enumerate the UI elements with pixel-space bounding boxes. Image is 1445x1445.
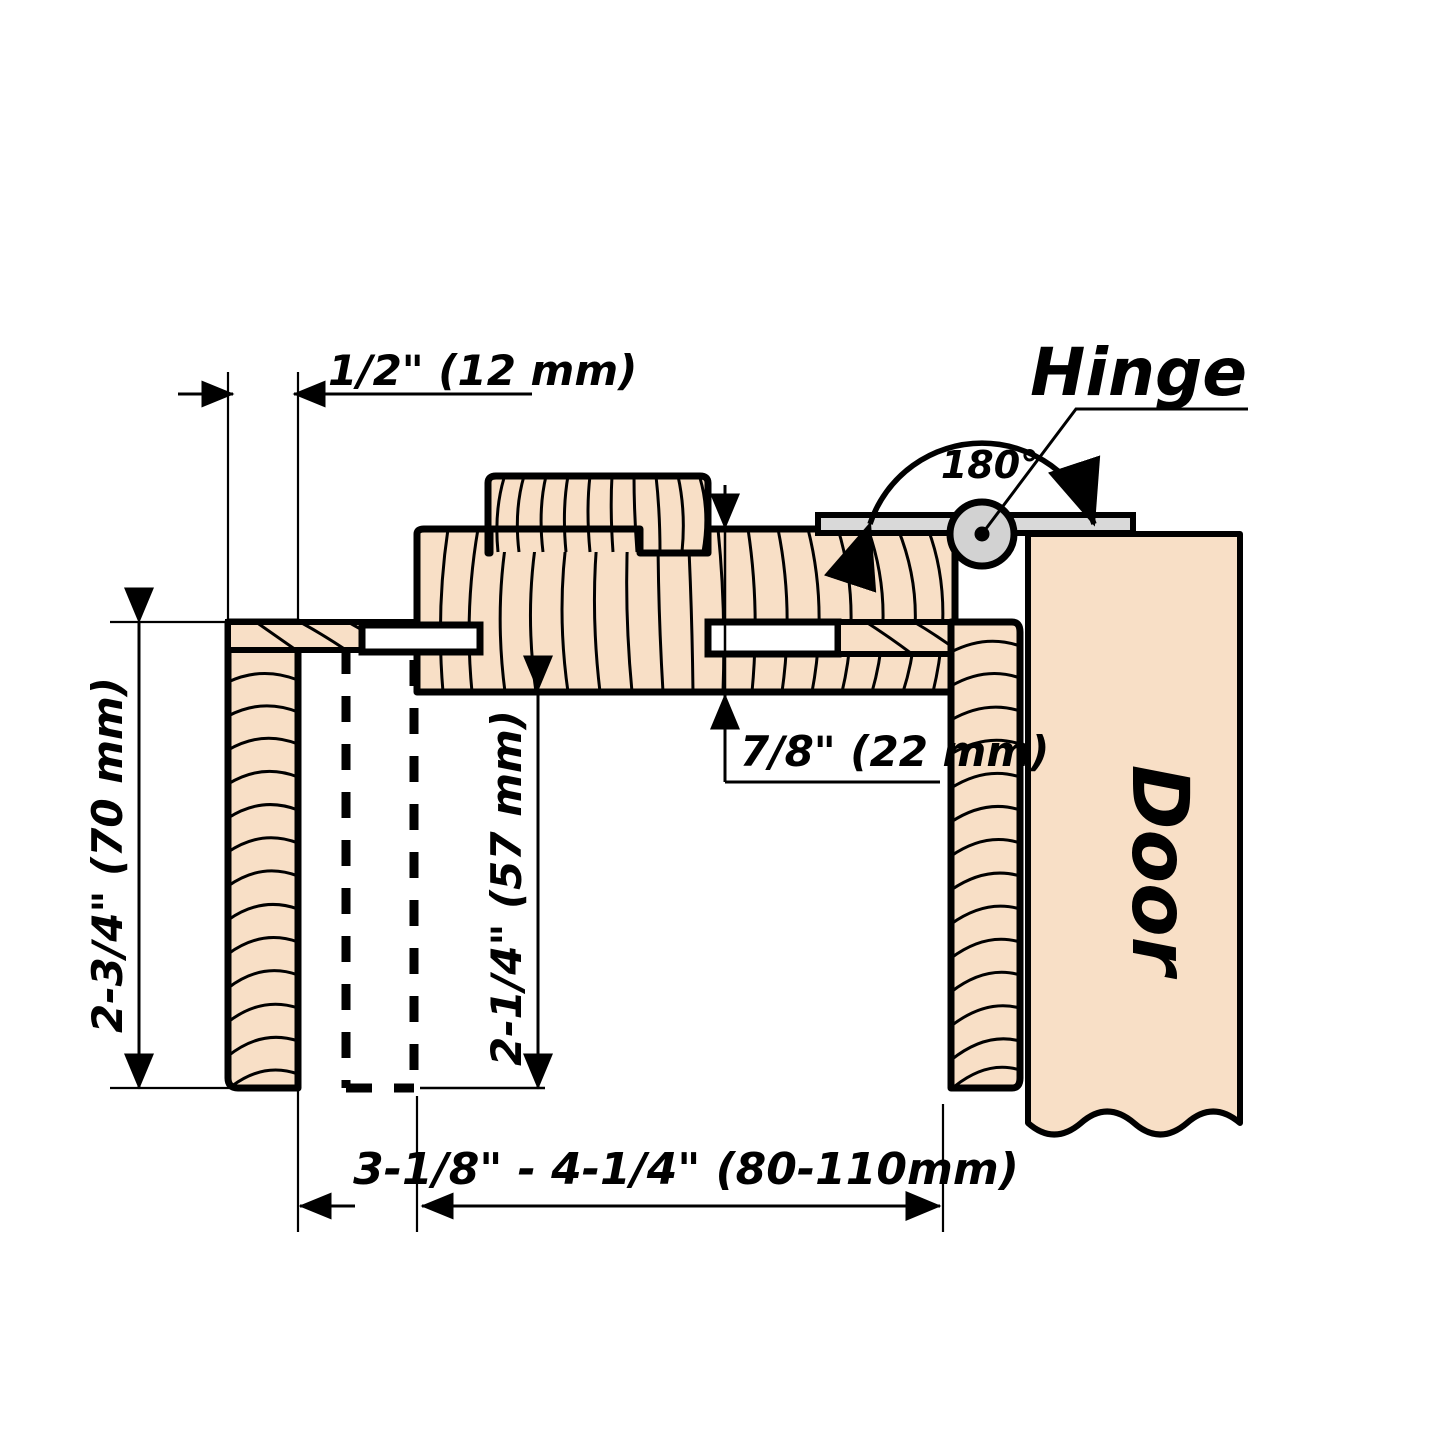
hinge-label: Hinge <box>1030 334 1247 411</box>
rail-thickness-label: 7/8" (22 mm) <box>740 727 1049 776</box>
tenon-block-grain <box>495 475 708 553</box>
door-label: Door <box>1114 765 1204 980</box>
left-track-slot <box>358 621 484 656</box>
jamb-depth-label: 2-3/4" (70 mm) <box>83 677 132 1033</box>
hidden-track-outline <box>341 648 419 1093</box>
door-panel <box>1025 531 1243 1138</box>
pocket-depth-label: 2-1/4" (57 mm) <box>482 710 531 1066</box>
hinge-leader <box>980 407 1248 535</box>
left-jamb <box>224 618 302 1092</box>
pocket-depth-dimension <box>420 655 553 1090</box>
right-track-slot <box>704 618 842 658</box>
overall-width-label: 3-1/8" - 4-1/4" (80-110mm) <box>353 1144 1019 1195</box>
angle-label: 180° <box>941 443 1039 487</box>
left-jamb-grain <box>227 640 299 1088</box>
angle-arc-180 <box>823 440 1101 593</box>
right-jamb <box>947 618 1024 1092</box>
tenon-block <box>484 472 712 557</box>
reveal-dimension-label: 1/2" (12 mm) <box>328 346 637 395</box>
rail-thickness-dimension <box>710 693 940 784</box>
right-jamb-grain <box>950 639 1021 1088</box>
